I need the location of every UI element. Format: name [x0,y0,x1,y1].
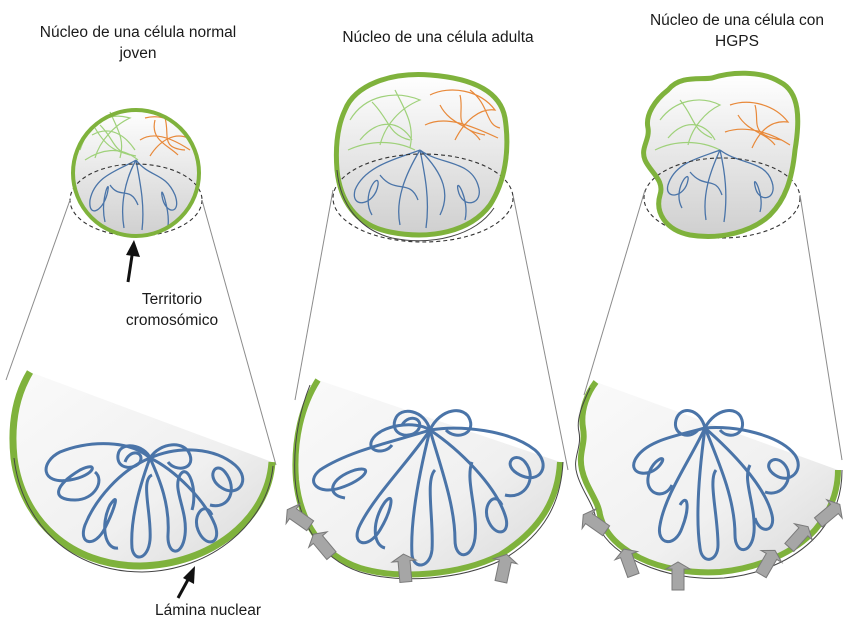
adult-nucleus [333,75,513,242]
adult-cross-section [280,380,563,584]
young-nucleus [70,109,202,237]
young-cross-section [13,372,273,572]
nuclear-lamina-arrow [178,566,195,598]
hgps-cross-section [576,382,848,590]
chromosome-territory-arrow [126,240,140,282]
hgps-nucleus [644,73,800,238]
